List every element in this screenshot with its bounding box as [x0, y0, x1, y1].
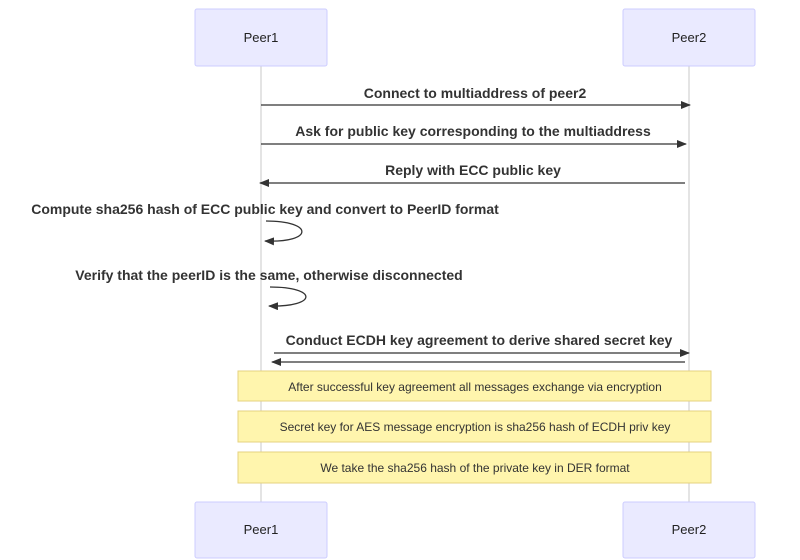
note-der-format-text: We take the sha256 hash of the private k…	[320, 461, 630, 475]
message-ask-key-label: Ask for public key corresponding to the …	[295, 123, 651, 139]
note-aes-key-text: Secret key for AES message encryption is…	[280, 420, 671, 434]
note-aes-key: Secret key for AES message encryption is…	[237, 410, 712, 443]
message-compute-hash-loop	[264, 220, 303, 246]
actor-peer2-bottom-label: Peer2	[672, 522, 707, 537]
message-verify-loop	[268, 286, 307, 311]
message-verify-label: Verify that the peerID is the same, othe…	[75, 267, 462, 283]
actor-peer2-top[interactable]: Peer2	[622, 8, 756, 67]
message-ecdh-label: Conduct ECDH key agreement to derive sha…	[286, 332, 673, 348]
message-connect-label: Connect to multiaddress of peer2	[364, 85, 587, 101]
message-compute-hash-label: Compute sha256 hash of ECC public key an…	[31, 201, 499, 217]
actor-peer1-top[interactable]: Peer1	[194, 8, 328, 67]
actor-peer1-top-label: Peer1	[244, 30, 279, 45]
actor-peer2-bottom[interactable]: Peer2	[622, 501, 756, 559]
note-encryption-text: After successful key agreement all messa…	[288, 380, 662, 394]
note-encryption: After successful key agreement all messa…	[237, 370, 712, 402]
message-reply-key-label: Reply with ECC public key	[385, 162, 561, 178]
actor-peer1-bottom[interactable]: Peer1	[194, 501, 328, 559]
actor-peer1-bottom-label: Peer1	[244, 522, 279, 537]
actor-peer2-top-label: Peer2	[672, 30, 707, 45]
note-der-format: We take the sha256 hash of the private k…	[237, 451, 712, 484]
